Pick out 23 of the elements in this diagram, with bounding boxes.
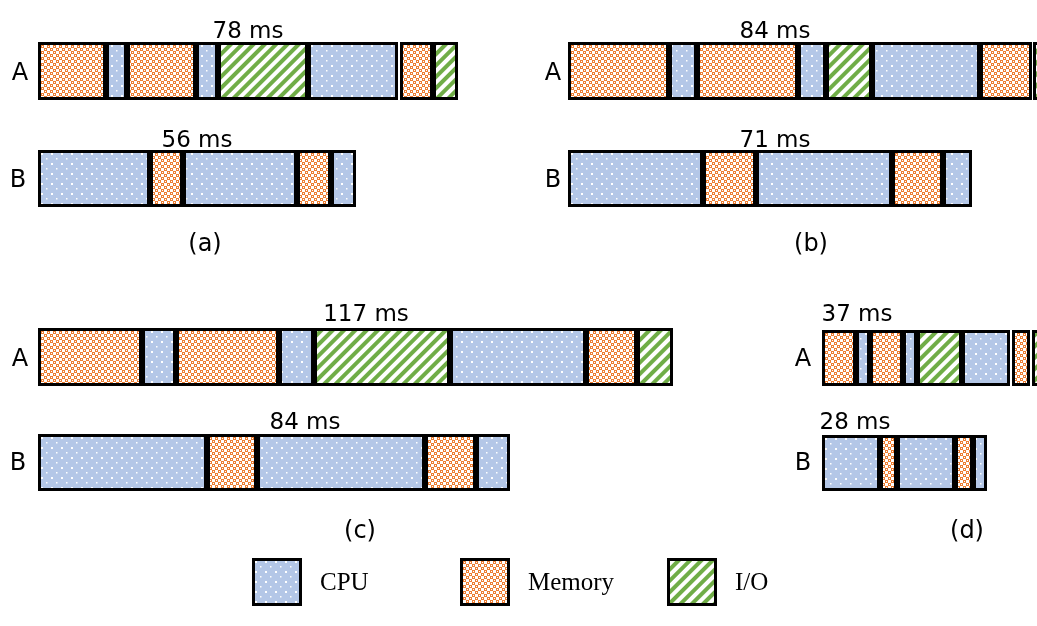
row-label: B [794,450,812,474]
row-label: A [544,60,562,84]
duration-label: 84 ms [269,409,341,433]
duration-label: 78 ms [212,18,284,42]
row-label: B [9,167,27,191]
duration-label: 71 ms [739,127,811,151]
duration-label: 28 ms [819,409,891,433]
row-label: A [794,346,812,370]
duration-label: 37 ms [821,301,893,325]
row-label: B [544,167,562,191]
row-label: B [9,450,27,474]
row-label: A [11,60,29,84]
panel-label: (d) [950,518,984,542]
legend-label: CPU [320,568,369,596]
legend-label: I/O [735,568,769,596]
row-label: A [11,346,29,370]
duration-label: 117 ms [323,301,409,325]
panel-label: (c) [344,518,376,542]
duration-label: 56 ms [161,127,233,151]
panel-label: (a) [188,231,222,255]
duration-label: 84 ms [739,18,811,42]
legend-label: Memory [528,568,615,596]
panel-label: (b) [794,231,828,255]
